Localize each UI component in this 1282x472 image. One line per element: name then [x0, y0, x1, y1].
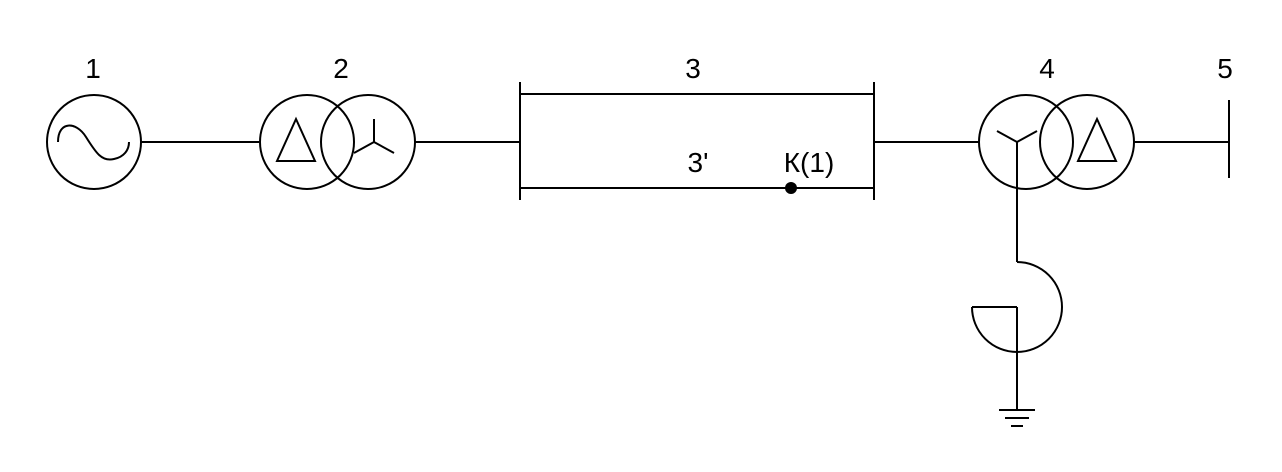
label-line-prime: 3' [688, 147, 709, 178]
wye-winding-icon [996, 130, 1038, 165]
ground-icon [999, 409, 1035, 427]
delta-winding-icon [1076, 116, 1118, 162]
label-fault: К(1) [784, 147, 835, 178]
transformer-left [259, 94, 416, 190]
ac-source-icon [46, 94, 142, 190]
transmission-line [519, 82, 875, 200]
label-transformer-left: 2 [333, 53, 349, 84]
transformer-right [978, 94, 1135, 190]
fault-point [785, 182, 797, 194]
grounding-reactor-icon [971, 165, 1063, 410]
wye-winding-icon [353, 119, 395, 154]
label-generator: 1 [85, 53, 101, 84]
delta-winding-icon [275, 116, 317, 162]
label-busbar: 5 [1217, 53, 1233, 84]
label-transformer-right: 4 [1039, 53, 1055, 84]
label-line: 3 [685, 53, 701, 84]
